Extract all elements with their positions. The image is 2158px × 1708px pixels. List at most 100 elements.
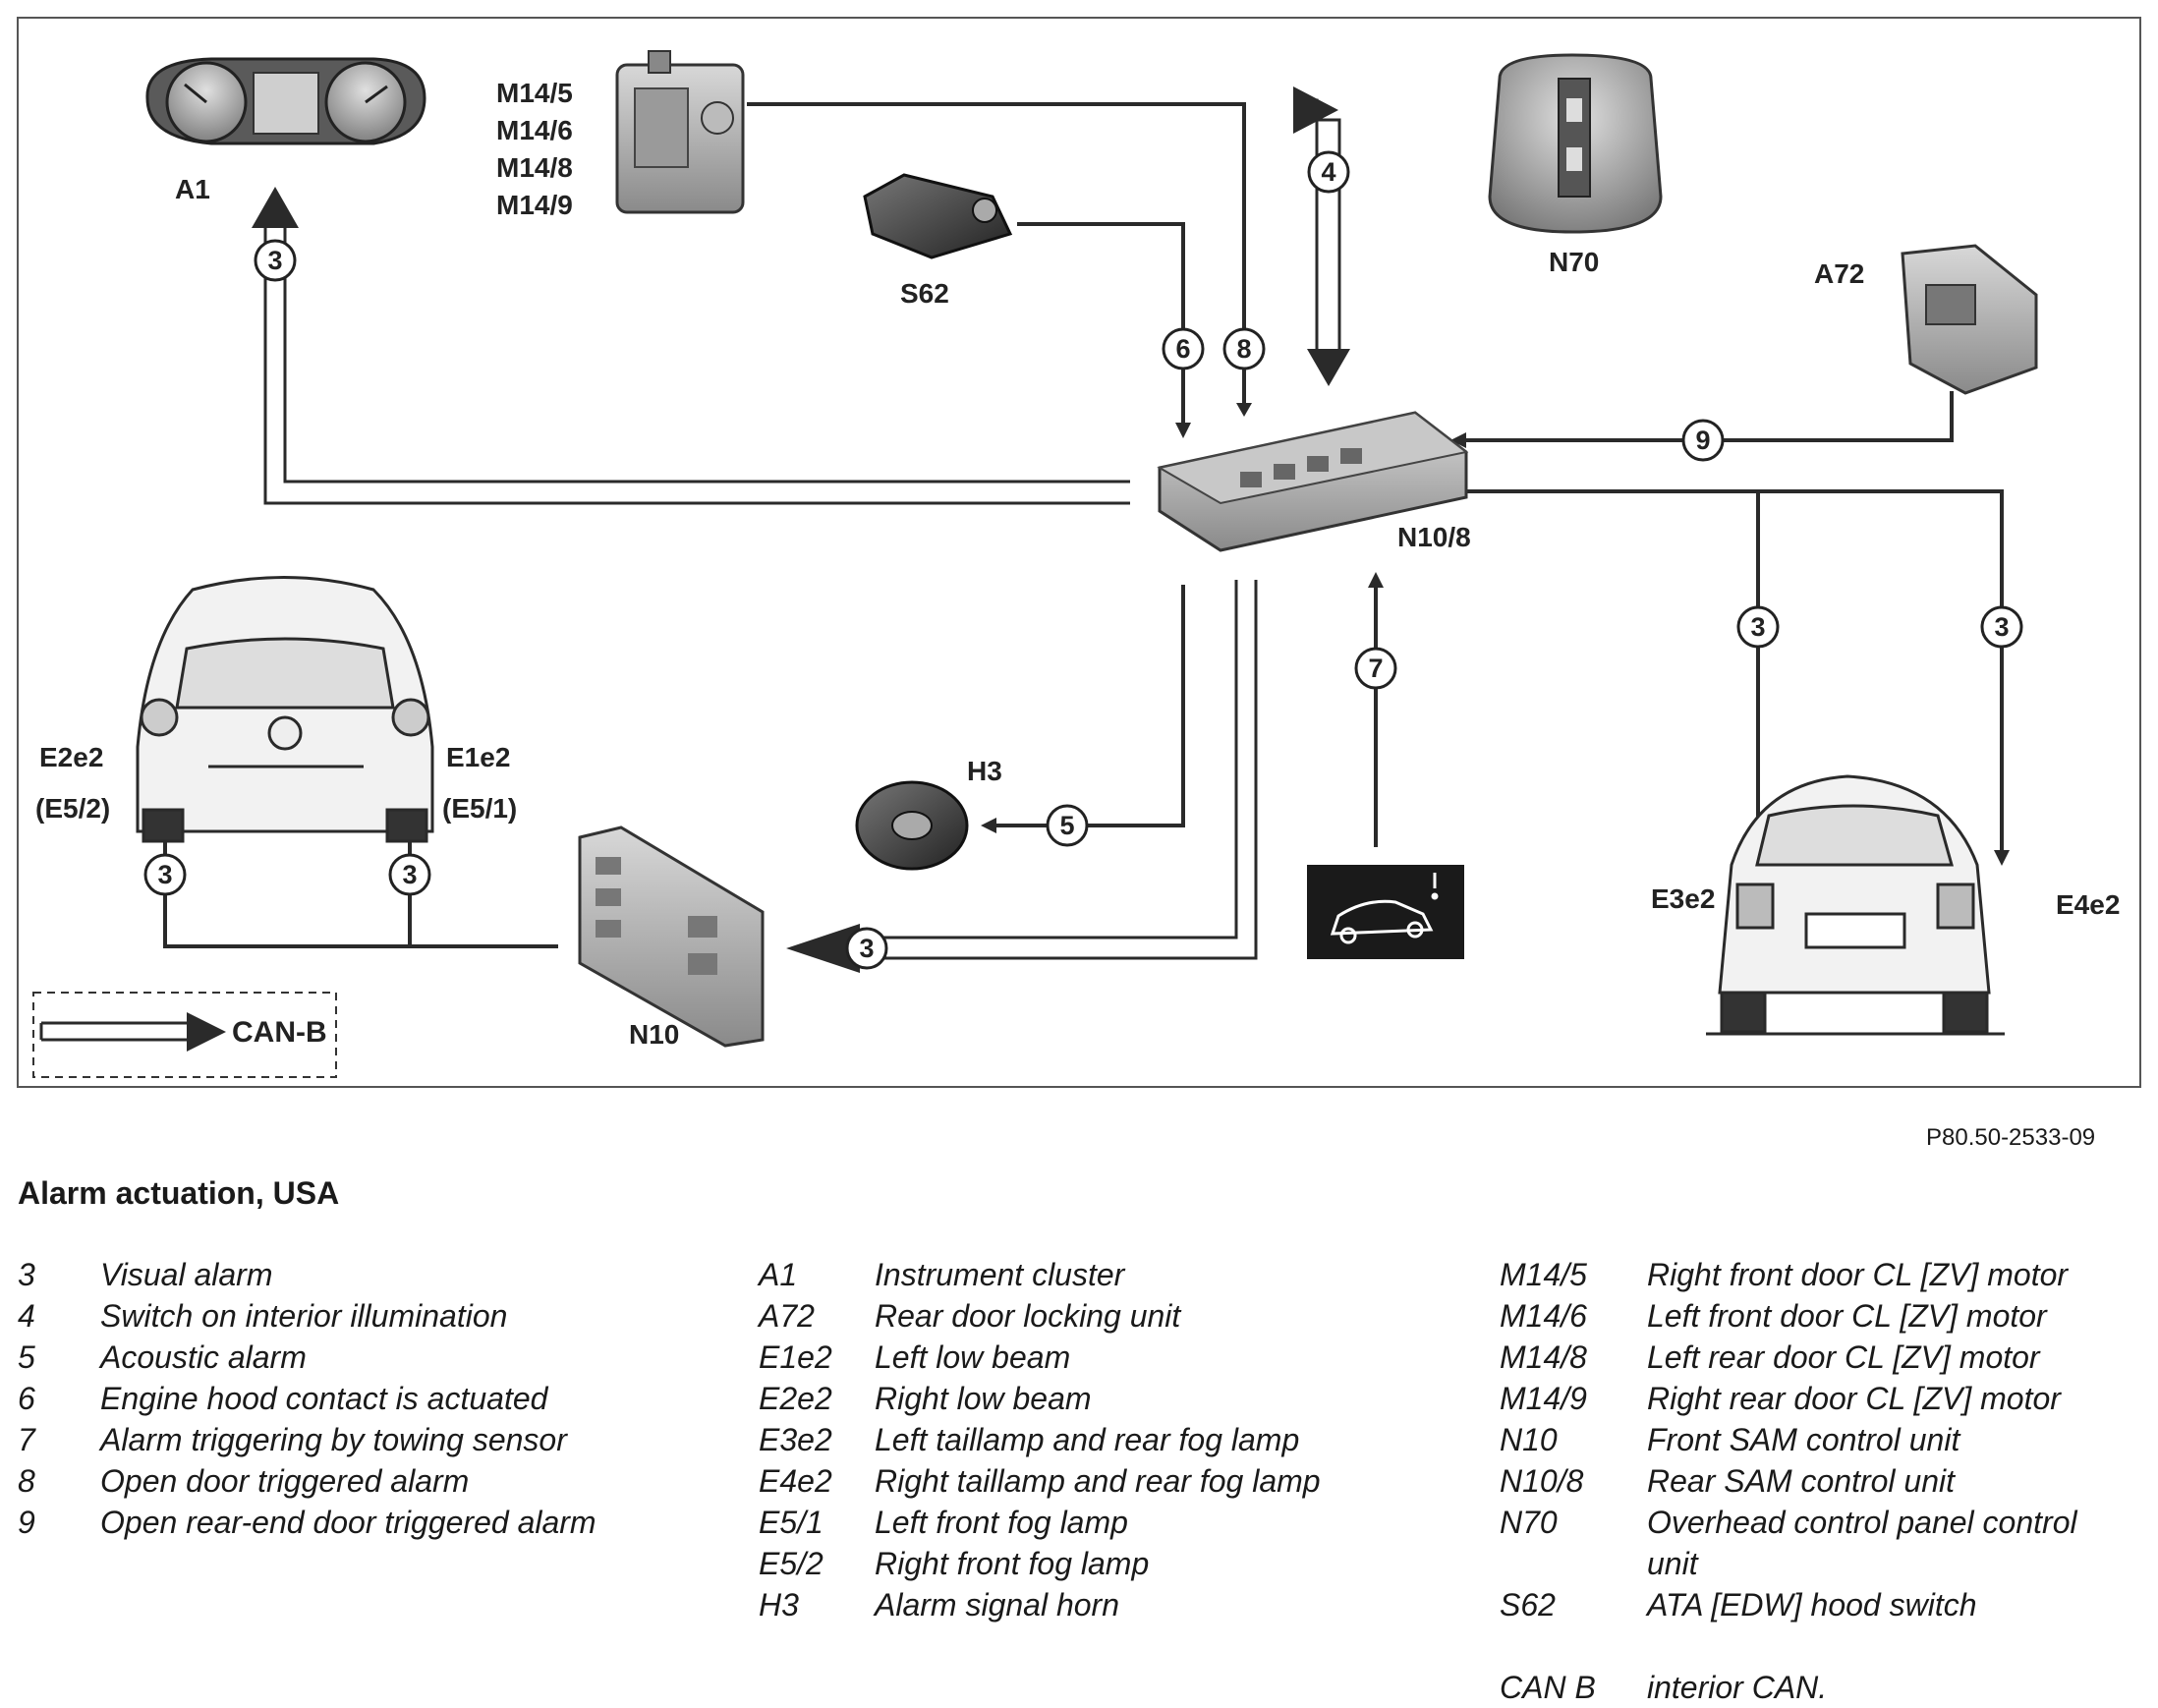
legend-desc: Left taillamp and rear fog lamp bbox=[875, 1422, 1300, 1457]
legend-code: M14/6 bbox=[1500, 1298, 1587, 1334]
legend-desc: Acoustic alarm bbox=[100, 1339, 307, 1375]
car-rear-view bbox=[1706, 774, 2005, 1036]
legend-row: 4 Switch on interior illumination bbox=[18, 1295, 710, 1337]
label-m14-6: M14/6 bbox=[496, 115, 573, 145]
legend-desc: Instrument cluster bbox=[875, 1257, 1125, 1292]
label-e1e2: E1e2 bbox=[446, 742, 510, 772]
label-m14-8: M14/8 bbox=[496, 152, 573, 183]
alarm-signal-horn-h3 bbox=[855, 780, 969, 871]
label-e3e2: E3e2 bbox=[1651, 883, 1715, 914]
signal-number-e2e2: 3 bbox=[143, 853, 187, 896]
rear-sam-control-unit-n10-8 bbox=[1157, 411, 1469, 552]
legend-desc: Visual alarm bbox=[100, 1257, 273, 1292]
label-h3: H3 bbox=[967, 756, 1002, 786]
legend-desc: interior CAN. bbox=[1647, 1670, 1828, 1705]
svg-text:3: 3 bbox=[1750, 612, 1765, 642]
legend-title: Alarm actuation, USA bbox=[18, 1175, 340, 1211]
tow-sensor-panel bbox=[1307, 865, 1464, 959]
label-m14-5: M14/5 bbox=[496, 78, 573, 108]
rear-door-locking-unit-a72 bbox=[1901, 244, 2038, 395]
legend-code: M14/5 bbox=[1500, 1257, 1587, 1292]
svg-text:3: 3 bbox=[267, 246, 282, 275]
legend-row: N10/8 Rear SAM control unit bbox=[1500, 1460, 2119, 1502]
signal-number-circles: 3 4 6 8 9 7 5 3 3 3 3 3 bbox=[143, 150, 2023, 970]
legend-desc: Right taillamp and rear fog lamp bbox=[875, 1463, 1321, 1499]
label-e4e2: E4e2 bbox=[2056, 889, 2120, 920]
legend-desc: Alarm triggering by towing sensor bbox=[100, 1422, 567, 1457]
legend-code: S62 bbox=[1500, 1587, 1556, 1623]
legend-desc: Left rear door CL [ZV] motor bbox=[1647, 1339, 2040, 1375]
legend-gap bbox=[1500, 1625, 2119, 1667]
legend-code: E4e2 bbox=[759, 1463, 832, 1499]
legend-code: A1 bbox=[759, 1257, 798, 1292]
legend-desc: Left front door CL [ZV] motor bbox=[1647, 1298, 2047, 1334]
car-tilt-warning-icon bbox=[1330, 873, 1439, 944]
svg-text:3: 3 bbox=[1994, 612, 2009, 642]
svg-text:9: 9 bbox=[1695, 426, 1710, 455]
legend-desc: ATA [EDW] hood switch bbox=[1647, 1587, 1977, 1623]
label-n10: N10 bbox=[629, 1019, 679, 1050]
legend-code: N10 bbox=[1500, 1422, 1558, 1457]
legend-row: M14/9 Right rear door CL [ZV] motor bbox=[1500, 1378, 2119, 1419]
legend-desc: Switch on interior illumination bbox=[100, 1298, 508, 1334]
alarm-actuation-diagram: CAN-B 3 4 6 8 9 7 5 3 3 3 3 3 A1 M14/5 M… bbox=[17, 17, 2141, 1088]
legend-code: E1e2 bbox=[759, 1339, 832, 1375]
overhead-control-panel-n70 bbox=[1488, 53, 1663, 234]
can-b-arrowheads bbox=[187, 86, 1350, 1052]
instrument-cluster-a1 bbox=[145, 57, 426, 145]
legend-desc: Right rear door CL [ZV] motor bbox=[1647, 1381, 2061, 1416]
svg-text:6: 6 bbox=[1175, 334, 1190, 364]
legend-code: E2e2 bbox=[759, 1381, 832, 1416]
legend-code: 4 bbox=[18, 1298, 35, 1334]
car-front-view bbox=[136, 576, 434, 843]
legend-desc: Rear SAM control unit bbox=[1647, 1463, 1956, 1499]
legend-code: 5 bbox=[18, 1339, 35, 1375]
signal-number-e3e2: 3 bbox=[1736, 605, 1780, 649]
legend-code: 6 bbox=[18, 1381, 35, 1416]
signal-number-e4e2: 3 bbox=[1980, 605, 2023, 649]
legend-desc: Right front door CL [ZV] motor bbox=[1647, 1257, 2069, 1292]
front-sam-control-unit-n10 bbox=[578, 826, 765, 1048]
legend-desc: Left front fog lamp bbox=[875, 1505, 1128, 1540]
label-n10-8: N10/8 bbox=[1397, 522, 1471, 552]
legend-code: M14/9 bbox=[1500, 1381, 1587, 1416]
legend-row: 5 Acoustic alarm bbox=[18, 1337, 710, 1378]
legend-desc: Left low beam bbox=[875, 1339, 1071, 1375]
svg-text:7: 7 bbox=[1368, 654, 1383, 683]
legend-desc: Overhead control panel control unit bbox=[1647, 1505, 2077, 1581]
legend-code: CAN B bbox=[1500, 1670, 1596, 1705]
signal-number-e1e2: 3 bbox=[388, 853, 431, 896]
legend-row: E4e2 Right taillamp and rear fog lamp bbox=[759, 1460, 1464, 1502]
figure-id: P80.50-2533-09 bbox=[1926, 1124, 2096, 1151]
legend-desc: Front SAM control unit bbox=[1647, 1422, 1960, 1457]
legend-components-b: M14/5 Right front door CL [ZV] motor M14/… bbox=[1500, 1254, 2119, 1708]
svg-text:5: 5 bbox=[1059, 811, 1074, 840]
legend-row: M14/5 Right front door CL [ZV] motor bbox=[1500, 1254, 2119, 1295]
label-a1: A1 bbox=[175, 174, 210, 204]
svg-text:3: 3 bbox=[157, 860, 172, 889]
legend-code: 9 bbox=[18, 1505, 35, 1540]
legend-code: N10/8 bbox=[1500, 1463, 1584, 1499]
label-m14-9: M14/9 bbox=[496, 190, 573, 220]
label-e5-2: (E5/2) bbox=[35, 793, 110, 824]
signal-number-n70: 4 bbox=[1307, 150, 1350, 194]
label-e2e2: E2e2 bbox=[39, 742, 103, 772]
legend-row: M14/6 Left front door CL [ZV] motor bbox=[1500, 1295, 2119, 1337]
diagram-frame bbox=[17, 17, 2141, 1088]
signal-number-a72: 9 bbox=[1681, 419, 1725, 462]
label-s62: S62 bbox=[900, 278, 949, 309]
svg-text:3: 3 bbox=[859, 934, 874, 963]
legend-desc: Open door triggered alarm bbox=[100, 1463, 470, 1499]
legend-row: S62 ATA [EDW] hood switch bbox=[1500, 1584, 2119, 1625]
